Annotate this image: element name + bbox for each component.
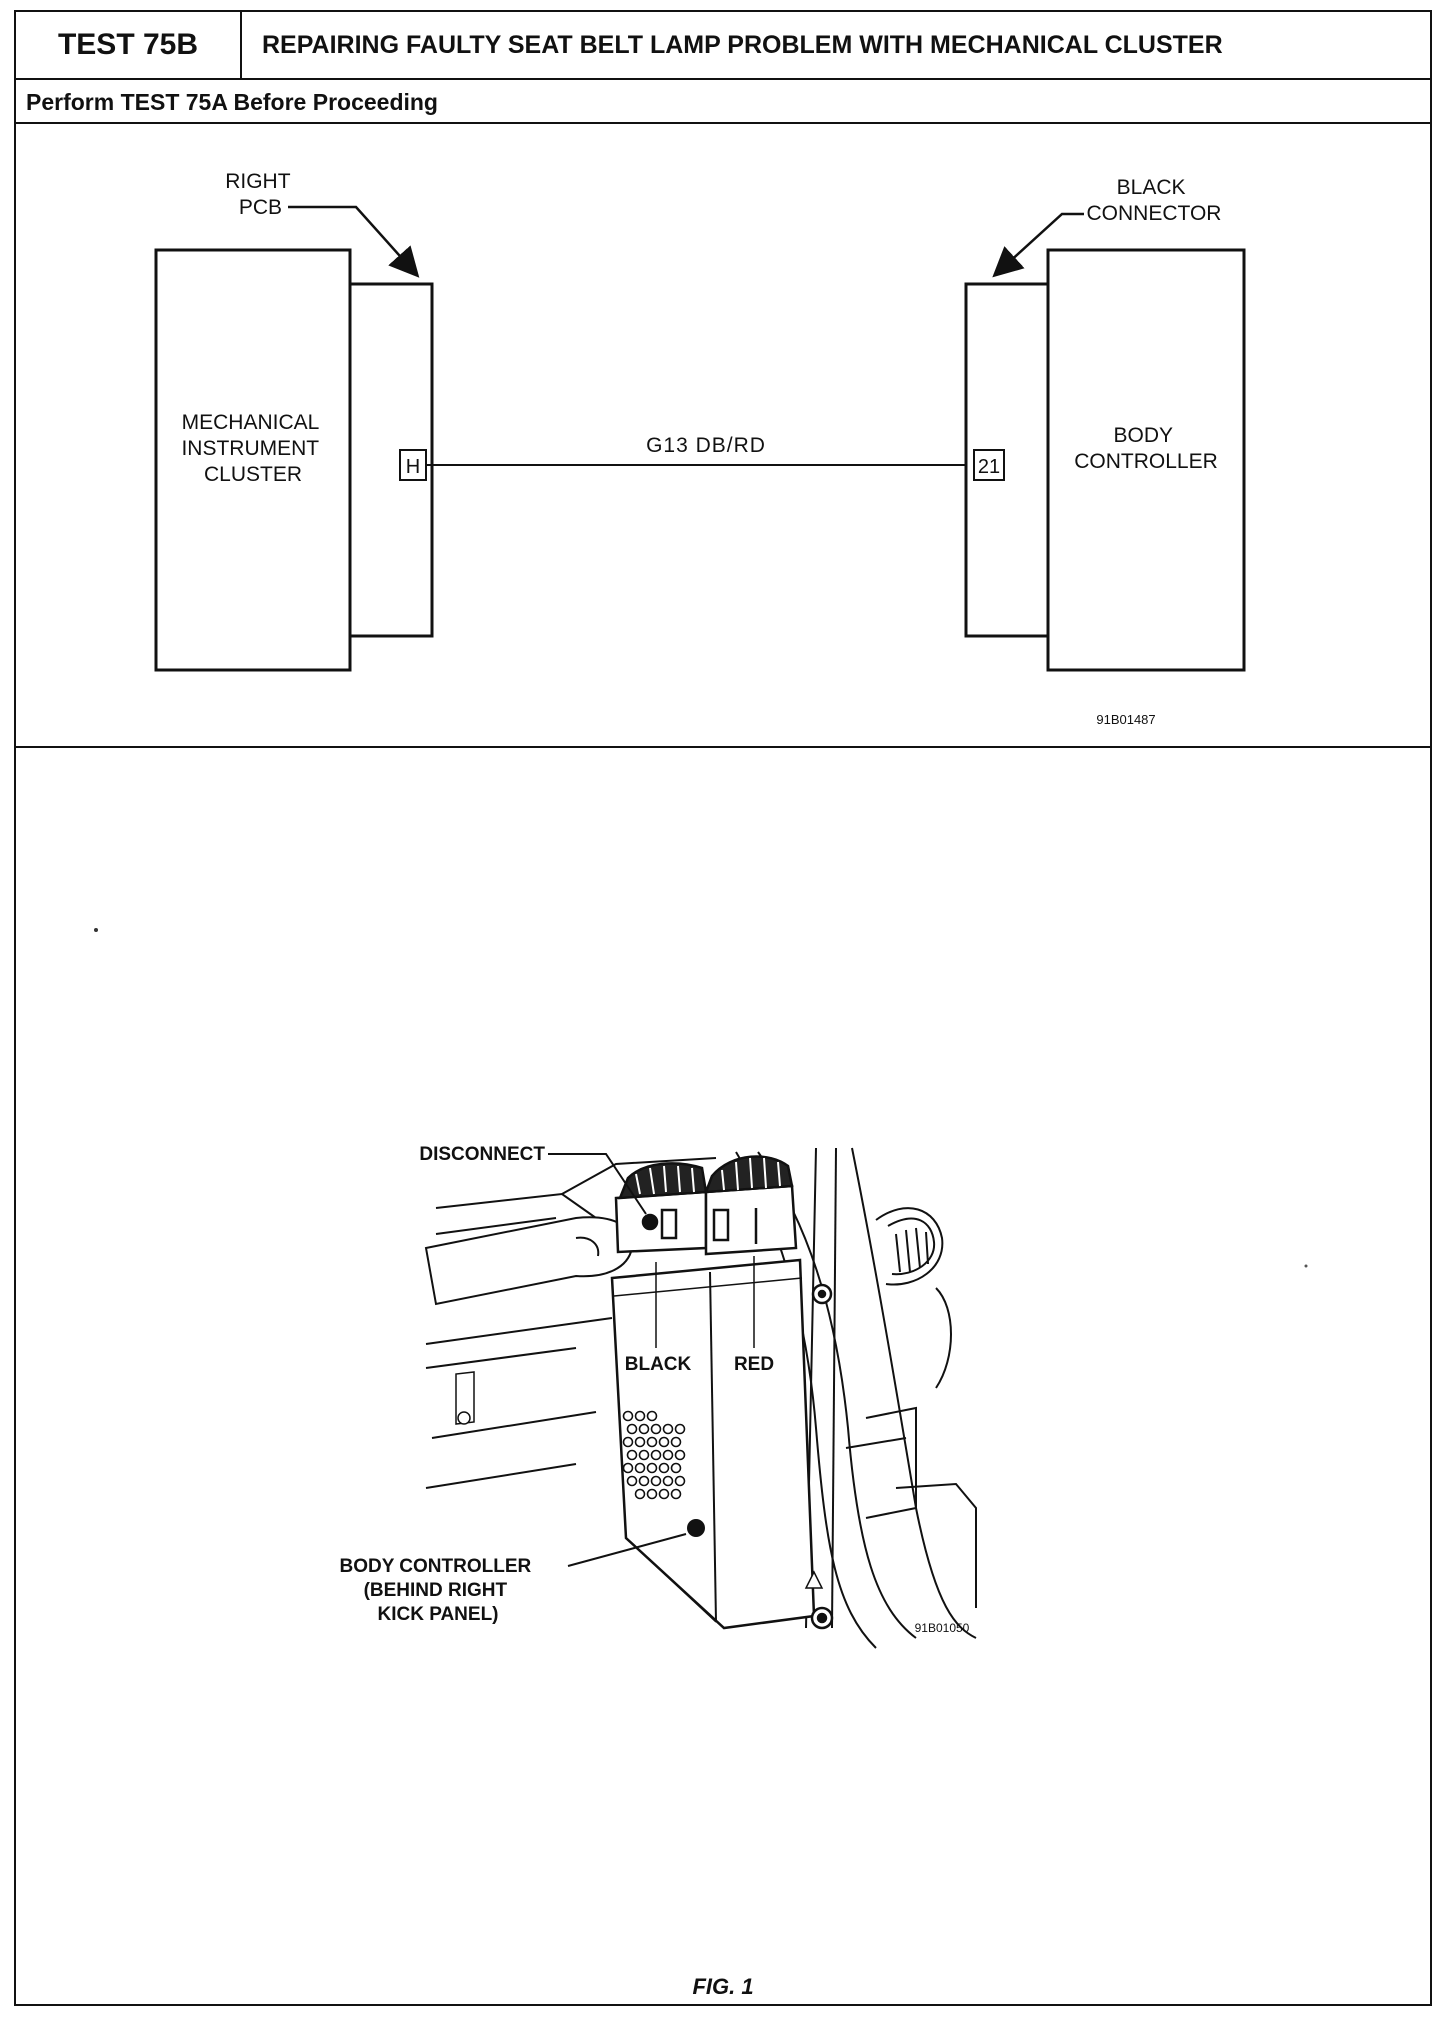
disconnect-leader bbox=[548, 1153, 647, 1215]
vent-hole bbox=[674, 1449, 686, 1461]
body-controller-box bbox=[1046, 248, 1246, 672]
vent-hole bbox=[674, 1423, 686, 1435]
vent-hole bbox=[650, 1449, 662, 1461]
vent-hole bbox=[622, 1410, 634, 1422]
vent-hole bbox=[622, 1462, 634, 1474]
vent-hole bbox=[634, 1436, 646, 1448]
red-connector bbox=[704, 1155, 798, 1256]
instrument-cluster-box bbox=[154, 248, 352, 672]
vent-hole bbox=[670, 1436, 682, 1448]
body-controller-callout: BODY CONTROLLER (BEHIND RIGHT KICK PANEL… bbox=[339, 1556, 536, 1625]
vent-hole bbox=[650, 1423, 662, 1435]
vent-hole bbox=[662, 1475, 674, 1487]
vent-hole bbox=[658, 1462, 670, 1474]
vent-hole bbox=[670, 1462, 682, 1474]
right-pcb-callout: RIGHT PCB bbox=[225, 170, 296, 219]
pin-h-label: H bbox=[406, 456, 420, 478]
black-connector bbox=[614, 1162, 708, 1254]
vent-hole bbox=[638, 1475, 650, 1487]
vent-hole bbox=[646, 1462, 658, 1474]
vent-hole bbox=[638, 1449, 650, 1461]
header-row: TEST 75B REPAIRING FAULTY SEAT BELT LAMP… bbox=[16, 12, 1430, 80]
vent-hole bbox=[622, 1436, 634, 1448]
location-figure-id: 91B01050 bbox=[915, 1621, 970, 1635]
pin-21-label: 21 bbox=[978, 456, 1000, 478]
vent-hole bbox=[650, 1475, 662, 1487]
mounting-hole bbox=[687, 1519, 705, 1537]
body-controller-leader bbox=[567, 1533, 687, 1567]
vent-hole bbox=[634, 1462, 646, 1474]
vent-hole bbox=[646, 1436, 658, 1448]
disconnect-callout: DISCONNECT bbox=[419, 1144, 545, 1165]
test-title: REPAIRING FAULTY SEAT BELT LAMP PROBLEM … bbox=[262, 31, 1223, 59]
test-id: TEST 75B bbox=[16, 12, 242, 78]
pin-21-box bbox=[973, 449, 1005, 481]
body-controller-module bbox=[455, 1258, 834, 1630]
vent-hole bbox=[658, 1436, 670, 1448]
right-pcb-arrow bbox=[288, 205, 420, 278]
vent-hole bbox=[662, 1423, 674, 1435]
vent-hole bbox=[670, 1488, 682, 1500]
vent-hole bbox=[634, 1410, 646, 1422]
red-label: RED bbox=[734, 1354, 774, 1375]
vent-hole bbox=[646, 1410, 658, 1422]
figure-caption: FIG. 1 bbox=[692, 1974, 754, 1999]
black-label: BLACK bbox=[625, 1354, 692, 1375]
vent-hole bbox=[634, 1488, 646, 1500]
instrument-cluster-label: MECHANICAL INSTRUMENT CLUSTER bbox=[181, 411, 324, 486]
body-controller-location-illustration: BLACK RED DISCONNECT BODY CONTROLLER (BE… bbox=[94, 928, 1308, 1649]
test-page: TEST 75B REPAIRING FAULTY SEAT BELT LAMP… bbox=[14, 10, 1432, 2006]
prerequisite-note: Perform TEST 75A Before Proceeding bbox=[16, 80, 1430, 124]
location-figure-panel: BLACK RED DISCONNECT BODY CONTROLLER (BE… bbox=[16, 748, 1430, 2004]
vent-hole bbox=[646, 1488, 658, 1500]
wiring-diagram-panel: MECHANICAL INSTRUMENT CLUSTER H RIGHT PC… bbox=[16, 124, 1430, 748]
vent-hole bbox=[662, 1449, 674, 1461]
vent-hole bbox=[638, 1423, 650, 1435]
vent-hole bbox=[674, 1475, 686, 1487]
wiring-figure-id: 91B01487 bbox=[1096, 712, 1155, 727]
body-controller-label: BODY CONTROLLER bbox=[1074, 424, 1218, 473]
vent-hole bbox=[658, 1488, 670, 1500]
vent-hole bbox=[626, 1475, 638, 1487]
vent-hole bbox=[626, 1449, 638, 1461]
wire-label: G13 DB/RD bbox=[646, 434, 766, 457]
wiring-harness-bundle bbox=[875, 1207, 944, 1286]
black-connector-callout: BLACK CONNECTOR bbox=[1087, 176, 1222, 225]
vent-holes bbox=[622, 1410, 686, 1500]
black-connector-arrow bbox=[992, 212, 1084, 278]
vent-hole bbox=[626, 1423, 638, 1435]
wiring-diagram: MECHANICAL INSTRUMENT CLUSTER H RIGHT PC… bbox=[154, 170, 1246, 727]
